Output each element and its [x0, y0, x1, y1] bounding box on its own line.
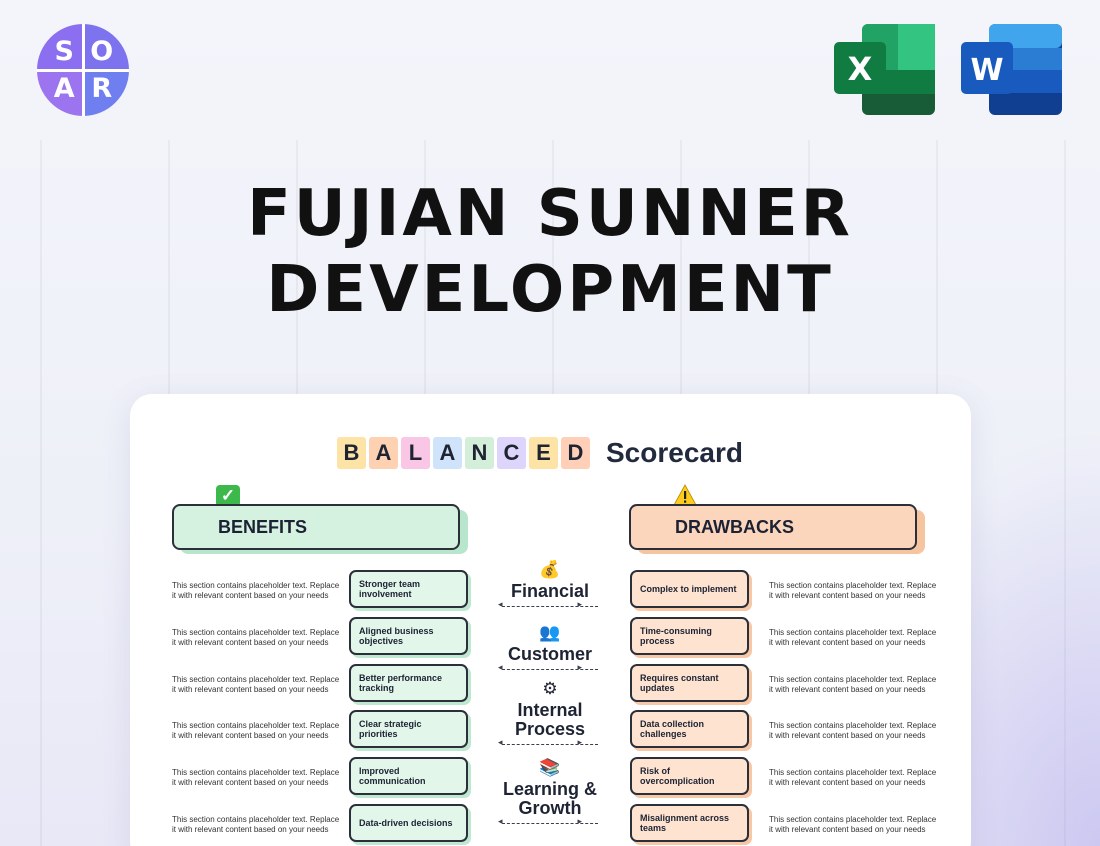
- benefit-item: Improved communication: [349, 757, 468, 796]
- scorecard-letter: E: [529, 437, 558, 469]
- benefit-description: This section contains placeholder text. …: [172, 581, 340, 600]
- warning-icon: [673, 484, 697, 506]
- logo-letter: A: [37, 71, 82, 116]
- drawback-description: This section contains placeholder text. …: [769, 627, 937, 647]
- money-bag-icon: 💰: [539, 560, 561, 579]
- scorecard-letter: D: [561, 437, 590, 469]
- soar-logo: S O A R: [37, 24, 129, 116]
- scorecard-letter: L: [401, 437, 430, 469]
- excel-letter: X: [848, 50, 873, 88]
- benefits-header: BENEFITS: [172, 504, 468, 554]
- word-letter: W: [970, 53, 1003, 88]
- benefit-description: This section contains placeholder text. …: [172, 768, 340, 788]
- drawback-description: This section contains placeholder text. …: [769, 768, 937, 788]
- logo-letter: S: [37, 24, 82, 69]
- people-icon: 👥: [539, 623, 561, 642]
- drawback-description: This section contains placeholder text. …: [769, 674, 937, 694]
- excel-icon: X: [834, 24, 935, 115]
- drawbacks-header-label: DRAWBACKS: [629, 504, 917, 550]
- title-line-2: DEVELOPMENT: [266, 253, 834, 327]
- perspective-label: Learning & Growth: [502, 779, 597, 818]
- page-title: FUJIAN SUNNER DEVELOPMENT: [0, 176, 1100, 328]
- scorecard-letter: A: [433, 437, 462, 469]
- double-arrow-icon: [498, 599, 602, 611]
- drawback-description: This section contains placeholder text. …: [769, 581, 937, 600]
- perspective-label: Financial: [510, 581, 590, 601]
- benefits-header-label: BENEFITS: [172, 504, 460, 550]
- benefit-item: Stronger team involvement: [349, 570, 468, 608]
- drawback-item: Time-consuming process: [630, 616, 749, 655]
- logo-letter: R: [84, 71, 129, 116]
- benefit-item: Aligned business objectives: [349, 616, 468, 655]
- benefit-description: This section contains placeholder text. …: [172, 815, 340, 834]
- benefit-description: This section contains placeholder text. …: [172, 627, 340, 647]
- perspective-internal: ⚙ Internal Process: [495, 679, 605, 749]
- scorecard-letter: N: [465, 437, 494, 469]
- title-line-1: FUJIAN SUNNER: [247, 177, 853, 251]
- drawback-item: Data collection challenges: [630, 710, 749, 749]
- books-icon: 📚: [539, 758, 561, 777]
- gear-icon: ⚙: [542, 679, 558, 698]
- drawbacks-header: DRAWBACKS: [629, 504, 925, 554]
- perspective-financial: 💰 Financial: [495, 560, 605, 611]
- benefit-description: This section contains placeholder text. …: [172, 721, 340, 741]
- scorecard-letter: B: [337, 437, 366, 469]
- logo-letter: O: [84, 24, 129, 69]
- scorecard-letter: C: [497, 437, 526, 469]
- drawback-item: Risk of overcomplication: [630, 757, 749, 796]
- check-icon: ✓: [216, 485, 240, 507]
- perspective-label: Customer: [507, 644, 592, 664]
- perspective-customer: 👥 Customer: [495, 623, 605, 674]
- benefit-item: Clear strategic priorities: [349, 710, 468, 749]
- double-arrow-icon: [498, 816, 602, 828]
- benefit-description: This section contains placeholder text. …: [172, 674, 340, 694]
- benefit-item: Better performance tracking: [349, 663, 468, 702]
- drawback-item: Misalignment across teams: [630, 804, 749, 842]
- scorecard-letter: A: [369, 437, 398, 469]
- drawback-item: Complex to implement: [630, 570, 749, 608]
- double-arrow-icon: [498, 737, 602, 749]
- benefit-item: Data-driven decisions: [349, 804, 468, 842]
- double-arrow-icon: [498, 662, 602, 674]
- drawback-description: This section contains placeholder text. …: [769, 815, 937, 834]
- scorecard-word: Scorecard: [606, 437, 743, 468]
- drawback-description: This section contains placeholder text. …: [769, 721, 937, 741]
- word-icon: W: [961, 24, 1062, 115]
- drawback-item: Requires constant updates: [630, 663, 749, 702]
- perspective-label: Internal Process: [514, 700, 586, 739]
- perspective-learning: 📚 Learning & Growth: [495, 758, 605, 828]
